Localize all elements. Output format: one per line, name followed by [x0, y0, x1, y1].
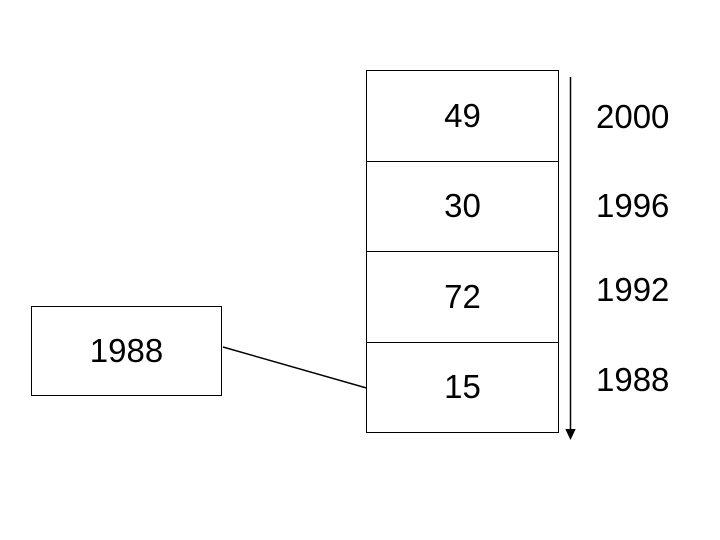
pointer-box-label: 1988	[89, 332, 164, 369]
stack-cell-value: 49	[444, 96, 481, 134]
year-label: 1992	[596, 271, 670, 308]
stack-cell-value: 30	[444, 187, 481, 225]
stack-cell: 30	[367, 160, 558, 252]
array-stack: 49 30 72 15	[366, 70, 559, 433]
stack-cell-value: 72	[444, 277, 481, 315]
pointer-connector-line	[222, 346, 367, 389]
pointer-box: 1988	[31, 306, 222, 396]
year-label: 1988	[596, 361, 670, 398]
timeline-arrowhead-icon	[565, 429, 576, 440]
stack-cell-value: 15	[444, 368, 481, 406]
year-label: 1996	[596, 187, 670, 224]
stack-cell: 15	[367, 341, 558, 433]
stack-cell: 49	[367, 71, 558, 161]
year-label: 2000	[596, 98, 670, 135]
stack-cell: 72	[367, 251, 558, 342]
